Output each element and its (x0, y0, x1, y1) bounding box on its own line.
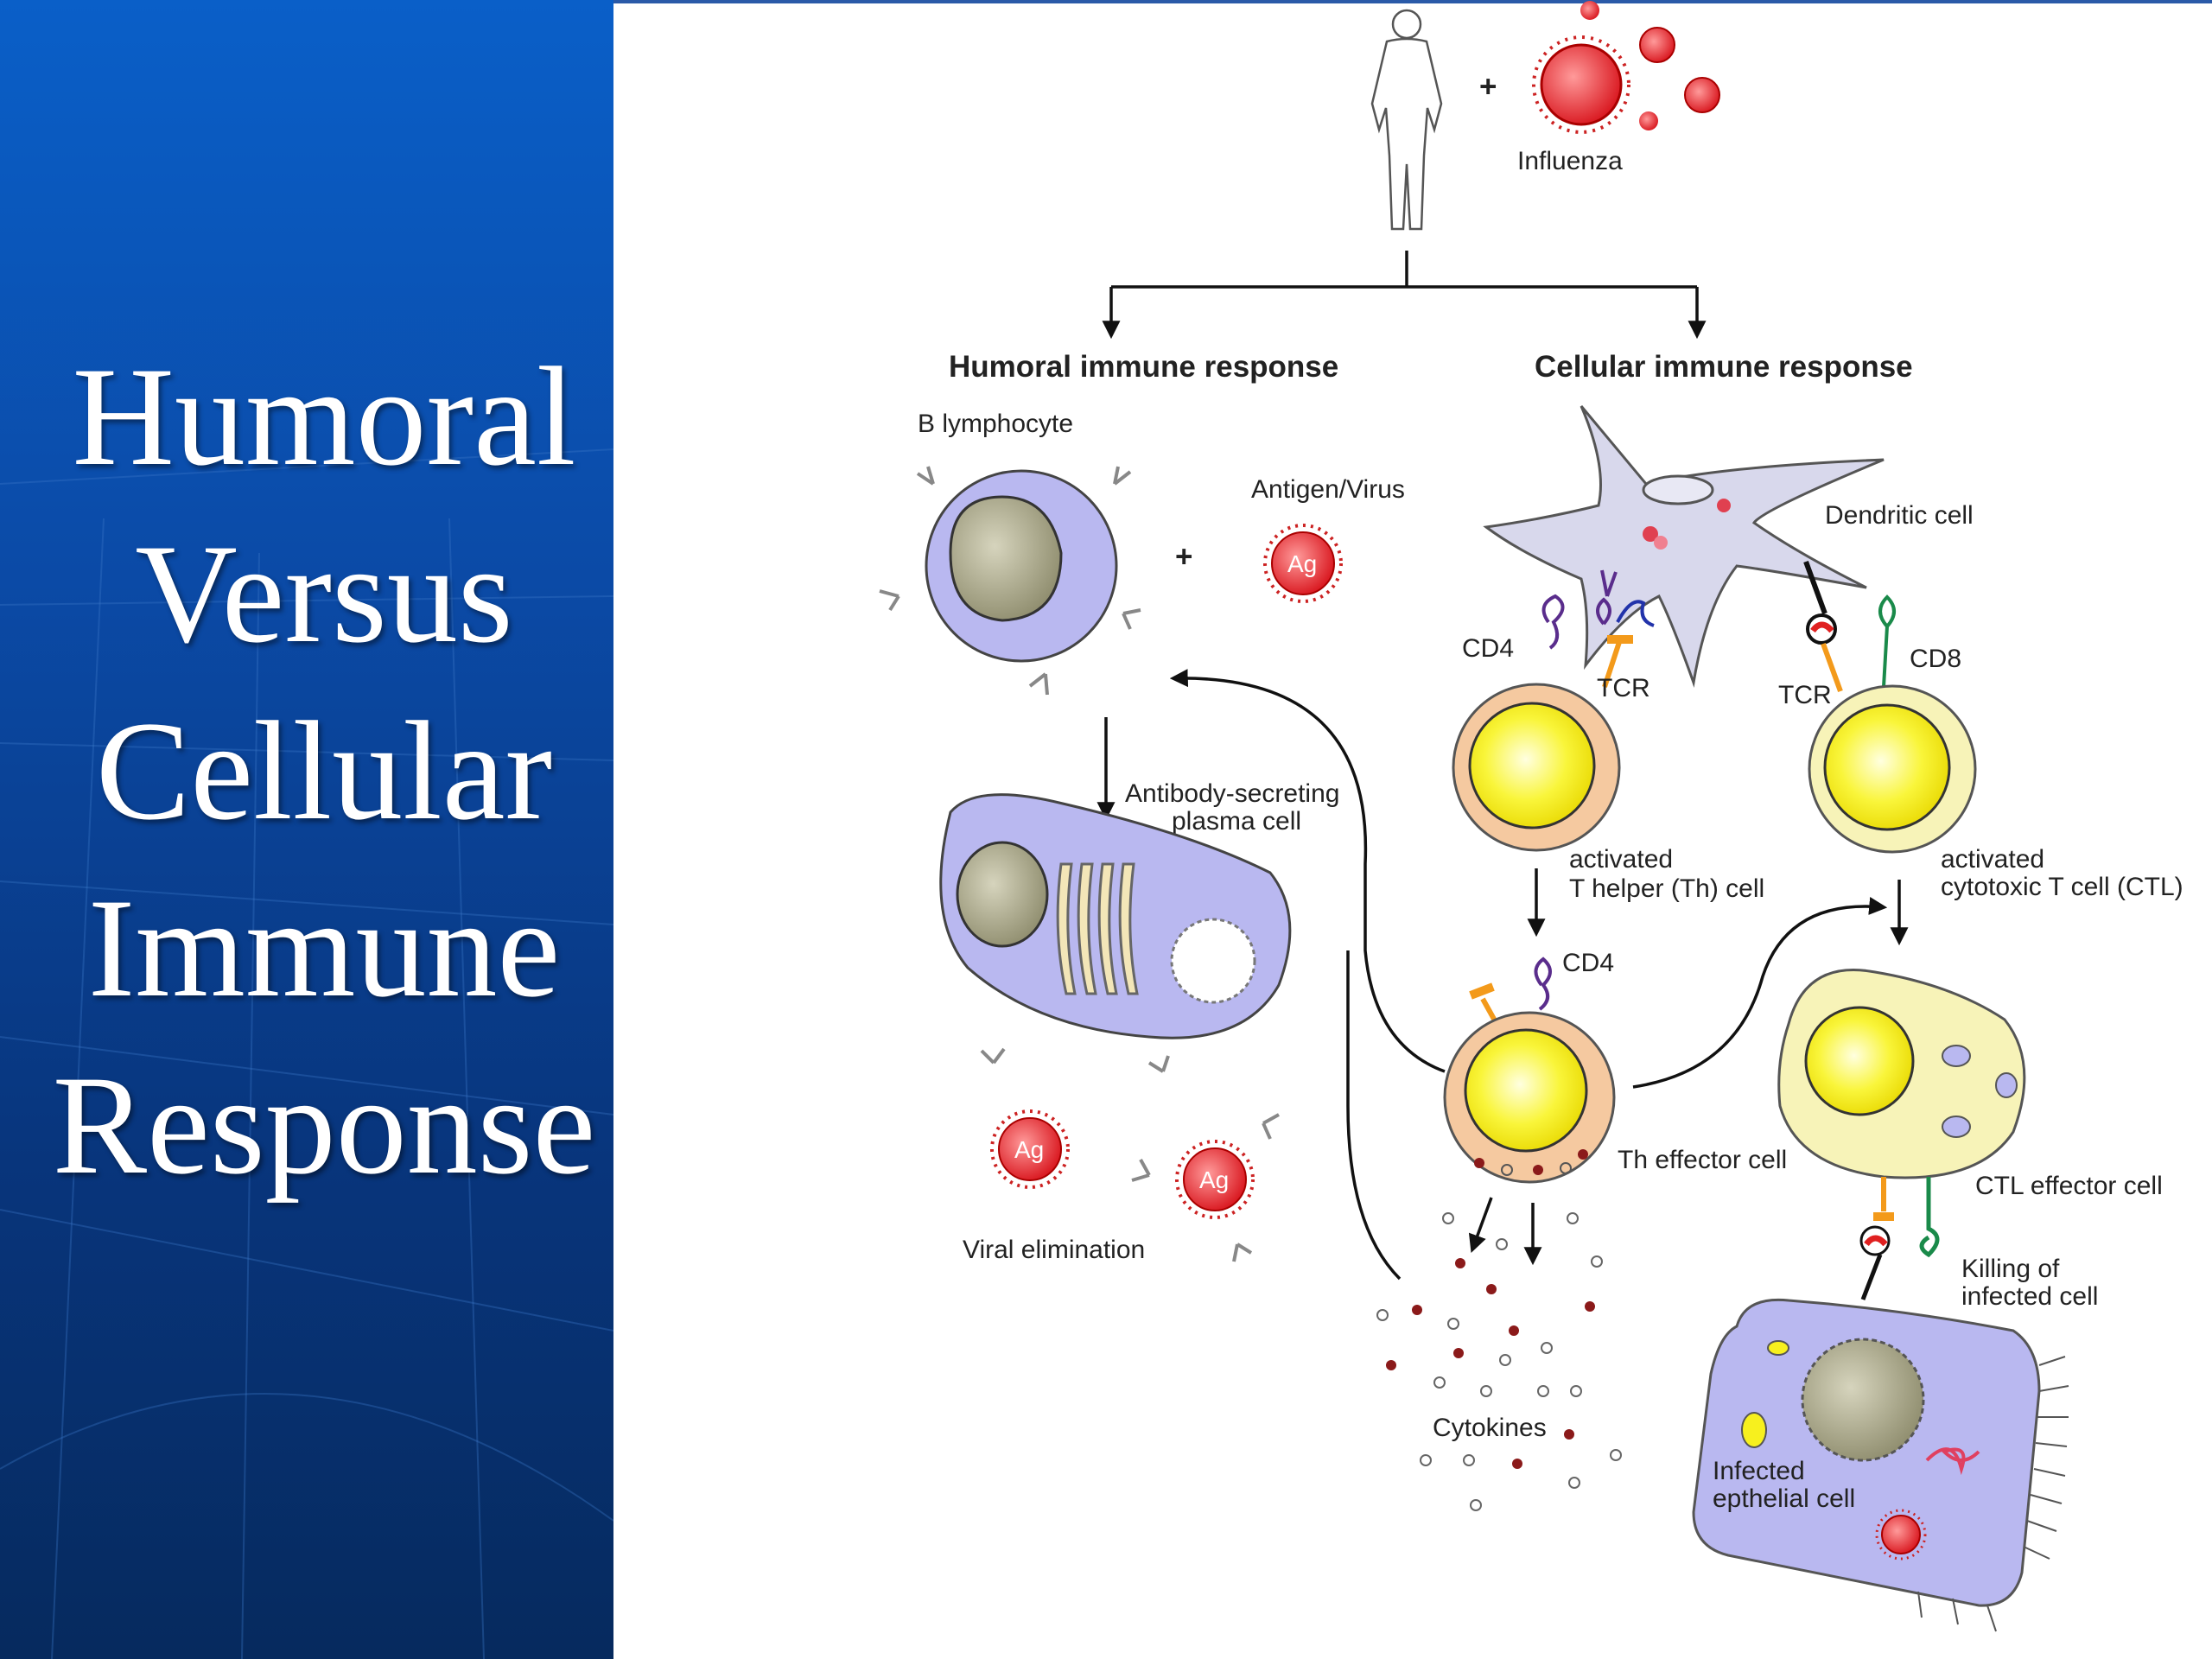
th-effector-label: Th effector cell (1618, 1146, 1787, 1174)
tcr-receptor-icon (1541, 560, 1896, 693)
infected-cell-label-1: Infected (1713, 1457, 1805, 1485)
title-line-4: Immune (87, 870, 561, 1027)
influenza-virus-icon (1532, 1, 1720, 134)
infected-epithelial-cell-icon (1692, 1298, 2069, 1632)
ctl-label-2: cytotoxic T cell (CTL) (1941, 873, 2183, 901)
plus-sign-humoral: + (1175, 540, 1192, 574)
killing-label-2: infected cell (1961, 1282, 2098, 1311)
antigen-virus-icon: Ag (1263, 524, 1343, 603)
th-cell-label-2: T helper (Th) cell (1569, 874, 1764, 903)
immune-response-diagram: + Influenza Humoral immune response Cell… (879, 1, 2183, 1632)
title-line-3: Cellular (95, 693, 553, 849)
activated-ctl-icon (1808, 684, 1977, 854)
sidebar-grid-decoration (0, 448, 613, 1659)
title-line-5: Response (52, 1047, 596, 1204)
title-line-1: Humoral (72, 339, 576, 495)
plasma-cell-label-1: Antibody-secreting (1125, 779, 1339, 808)
dendritic-cell-label: Dendritic cell (1825, 501, 1974, 530)
branch-connector (1102, 251, 1707, 340)
humoral-response-header: Humoral immune response (949, 350, 1338, 384)
cd4-label-2: CD4 (1562, 949, 1614, 977)
b-lymphocyte-icon (879, 466, 1141, 696)
viral-elimination-label: Viral elimination (963, 1236, 1145, 1264)
ctl-effector-cell-icon (1777, 969, 2026, 1300)
ctl-effector-label: CTL effector cell (1975, 1172, 2163, 1200)
cellular-response-header: Cellular immune response (1535, 350, 1913, 384)
plus-sign-top: + (1479, 70, 1497, 104)
ag-label-3: Ag (1199, 1166, 1229, 1193)
ag-label-1: Ag (1287, 550, 1317, 577)
b-lymphocyte-label: B lymphocyte (918, 410, 1073, 438)
ag-label-2: Ag (1014, 1136, 1044, 1163)
feedback-arrows (1169, 669, 1888, 1281)
title-panel: Humoral Versus Cellular Immune Response (0, 0, 613, 1659)
influenza-label: Influenza (1517, 147, 1623, 175)
cytokines-label: Cytokines (1433, 1414, 1547, 1442)
antibody-virus-complex-icon: Ag Ag (980, 1047, 1280, 1262)
plasma-cell-label-2: plasma cell (1172, 807, 1301, 836)
plasma-cell-icon (939, 793, 1292, 1039)
tcr-label-2: TCR (1778, 681, 1832, 709)
cd4-label-1: CD4 (1462, 634, 1514, 663)
th-cell-label-1: activated (1569, 845, 1673, 874)
title-line-2: Versus (135, 516, 513, 672)
infected-cell-label-2: epthelial cell (1713, 1484, 1855, 1513)
ctl-label-1: activated (1941, 845, 2044, 874)
killing-label-1: Killing of (1961, 1255, 2060, 1283)
antigen-virus-label: Antigen/Virus (1251, 475, 1405, 504)
tcr-label-1: TCR (1597, 674, 1650, 702)
human-figure-icon (1370, 9, 1443, 231)
cytokine-particles (1376, 1212, 1622, 1511)
th-effector-cell-icon (1443, 957, 1616, 1184)
slide-title: Humoral Versus Cellular Immune Response (0, 328, 613, 1214)
dendritic-cell-icon (1483, 405, 1885, 688)
cd8-label: CD8 (1910, 645, 1961, 673)
top-border (613, 0, 2212, 3)
activated-th-cell-icon (1452, 683, 1621, 852)
